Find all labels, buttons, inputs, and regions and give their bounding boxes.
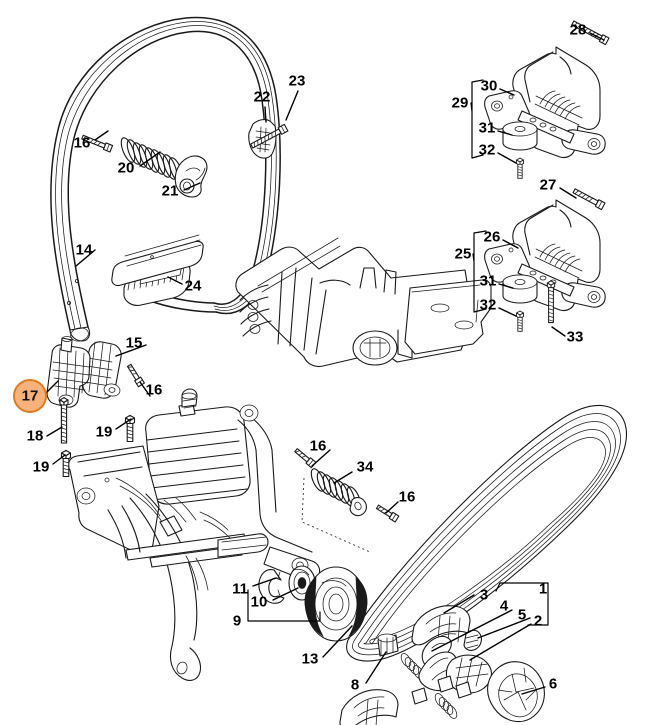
part-clutch-drum-13 — [304, 566, 368, 642]
callout-9[interactable]: 9 — [232, 612, 242, 630]
engine-upper-housing — [235, 237, 492, 368]
callout-31[interactable]: 31 — [478, 119, 496, 137]
callout-16[interactable]: 16 — [309, 437, 327, 455]
callout-6[interactable]: 6 — [548, 675, 558, 693]
callout-14[interactable]: 14 — [75, 241, 93, 259]
callout-11[interactable]: 11 — [232, 580, 248, 598]
callout-34[interactable]: 34 — [356, 458, 374, 476]
callout-31[interactable]: 31 — [479, 272, 497, 290]
callout-5[interactable]: 5 — [517, 606, 527, 624]
callout-28[interactable]: 28 — [569, 21, 587, 39]
callout-20[interactable]: 20 — [117, 159, 135, 177]
callout-19[interactable]: 19 — [95, 423, 113, 441]
engine-lower-assembly — [67, 388, 321, 681]
callout-22[interactable]: 22 — [253, 88, 271, 106]
callout-32[interactable]: 32 — [478, 141, 496, 159]
callout-16[interactable]: 16 — [398, 488, 416, 506]
callout-2[interactable]: 2 — [533, 612, 543, 630]
callout-33[interactable]: 33 — [566, 328, 584, 346]
callout-30[interactable]: 30 — [480, 77, 498, 95]
callout-27[interactable]: 27 — [539, 176, 557, 194]
callout-13[interactable]: 13 — [301, 650, 319, 668]
callout-15[interactable]: 15 — [125, 334, 143, 352]
callout-4[interactable]: 4 — [499, 597, 509, 615]
callout-10[interactable]: 10 — [250, 593, 268, 611]
callout-26[interactable]: 26 — [483, 228, 501, 246]
clutch-parts-cluster — [339, 605, 545, 725]
part-ribbed-roller-15 — [82, 341, 122, 399]
callout-25[interactable]: 25 — [454, 245, 472, 263]
part-screw-16-a — [81, 134, 114, 153]
av-mount-lower — [484, 188, 606, 332]
highlighted-part-marker[interactable] — [13, 379, 47, 413]
callout-8[interactable]: 8 — [350, 676, 360, 694]
callout-17[interactable]: 17 — [21, 387, 39, 405]
part-trigger-lever — [174, 155, 208, 198]
av-mount-upper — [484, 20, 610, 179]
leader-lines — [46, 32, 605, 695]
callout-19[interactable]: 19 — [32, 458, 50, 476]
callout-3[interactable]: 3 — [479, 586, 489, 604]
part-handle-lower-tube — [111, 234, 204, 287]
callout-1[interactable]: 1 — [538, 580, 548, 598]
callout-16[interactable]: 16 — [145, 381, 163, 399]
part-screw-23 — [250, 123, 289, 149]
callout-24[interactable]: 24 — [184, 277, 202, 295]
callout-23[interactable]: 23 — [288, 72, 306, 90]
callout-29[interactable]: 29 — [451, 94, 469, 112]
callout-16[interactable]: 16 — [73, 134, 91, 152]
callout-32[interactable]: 32 — [479, 296, 497, 314]
callout-21[interactable]: 21 — [161, 182, 179, 200]
callout-18[interactable]: 18 — [26, 427, 44, 445]
